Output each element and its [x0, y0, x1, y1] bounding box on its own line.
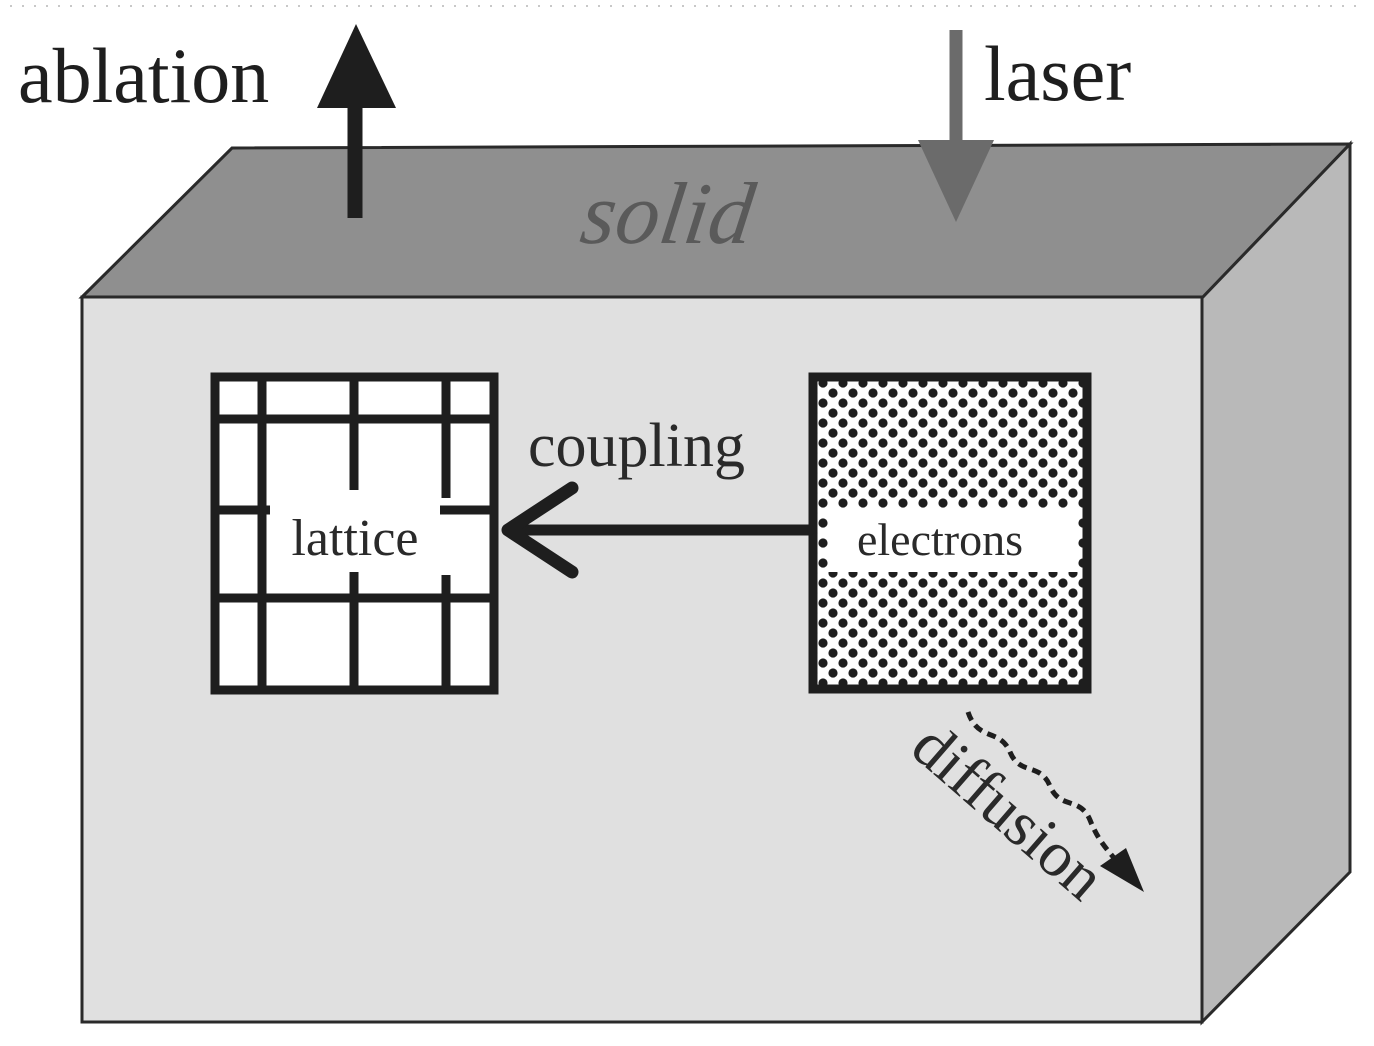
electrons-label: electrons: [857, 514, 1023, 565]
ablation-arrow-icon: [317, 24, 396, 218]
lattice-label: lattice: [291, 510, 418, 567]
coupling-arrow-icon: [501, 481, 815, 579]
solid-label: solid: [575, 165, 761, 263]
lattice-grid: [215, 377, 494, 690]
coupling-label: coupling: [528, 412, 745, 480]
solid-block-side-face: [1200, 140, 1352, 1026]
diffusion-arrow-icon: [965, 711, 1144, 892]
ablation-label: ablation: [18, 32, 269, 119]
laser-label: laser: [984, 30, 1131, 117]
laser-arrow-icon: [918, 30, 994, 222]
lattice-panel: [210, 372, 499, 695]
